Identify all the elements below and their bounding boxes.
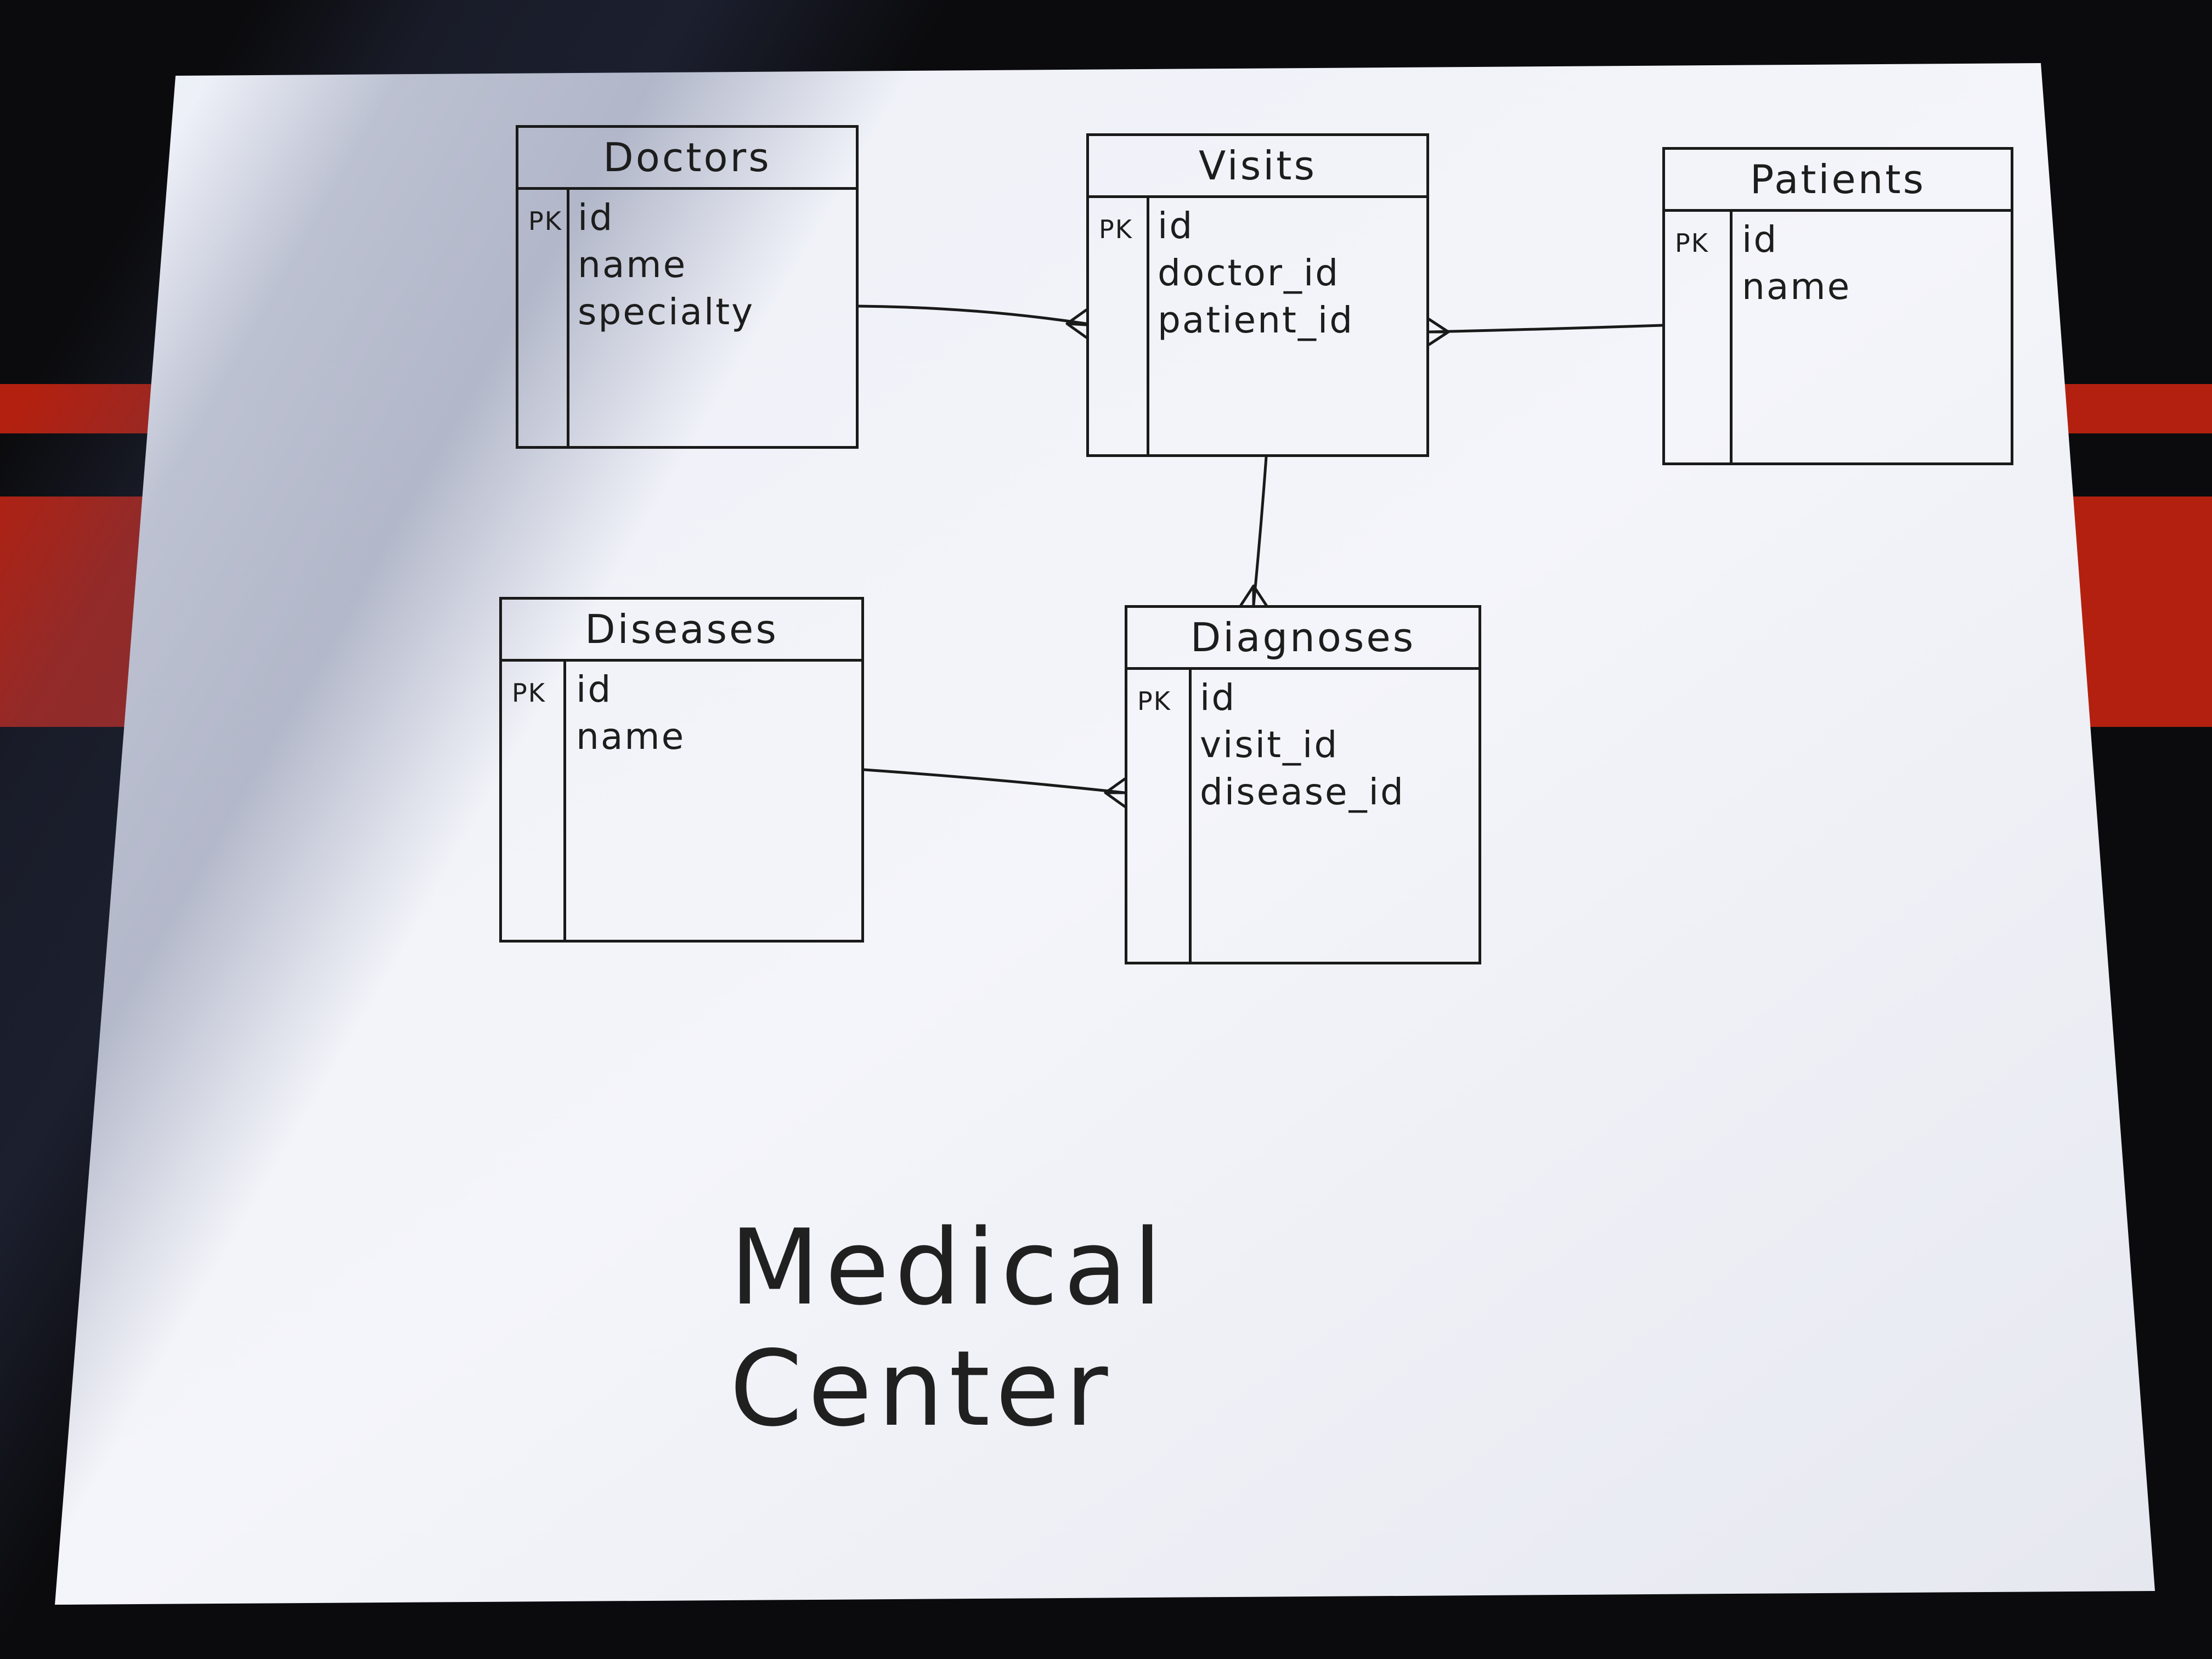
field-patient-id: patient_id: [1158, 299, 1355, 341]
entity-diseases: Diseases PK id name: [499, 597, 864, 943]
field-list: id name: [1742, 216, 1851, 311]
field-doctor-id: doctor_id: [1158, 252, 1340, 294]
field-visit-id: visit_id: [1200, 724, 1339, 766]
entity-doctors: Doctors PK id name specialty: [516, 125, 859, 449]
pk-label: PK: [1099, 215, 1133, 244]
pk-label: PK: [512, 678, 546, 708]
field-id: id: [1200, 676, 1237, 719]
field-list: id doctor_id patient_id: [1158, 202, 1354, 344]
field-list: id name: [576, 666, 685, 760]
field-id: id: [1742, 218, 1779, 261]
field-list: id name specialty: [578, 194, 754, 336]
field-name: name: [1742, 266, 1852, 308]
pk-label: PK: [1137, 686, 1171, 716]
entity-visits: Visits PK id doctor_id patient_id: [1086, 133, 1429, 457]
pk-label: PK: [1675, 228, 1709, 258]
field-id: id: [576, 668, 613, 710]
pk-label: PK: [528, 206, 562, 236]
entity-patients: Patients PK id name: [1662, 147, 2013, 465]
field-name: name: [578, 244, 687, 286]
field-list: id visit_id disease_id: [1200, 674, 1405, 816]
entity-title: Diagnoses: [1127, 608, 1479, 670]
field-id: id: [1158, 205, 1194, 247]
field-name: name: [576, 715, 686, 758]
field-specialty: specialty: [578, 291, 755, 333]
entity-diagnoses: Diagnoses PK id visit_id disease_id: [1125, 605, 1481, 964]
entity-title: Visits: [1089, 136, 1426, 198]
field-disease-id: disease_id: [1200, 771, 1405, 813]
entity-title: Patients: [1665, 150, 2011, 212]
diagram-title: Medical Center: [730, 1207, 1167, 1449]
entity-title: Doctors: [518, 128, 856, 190]
entity-title: Diseases: [502, 600, 861, 662]
field-id: id: [578, 196, 614, 239]
